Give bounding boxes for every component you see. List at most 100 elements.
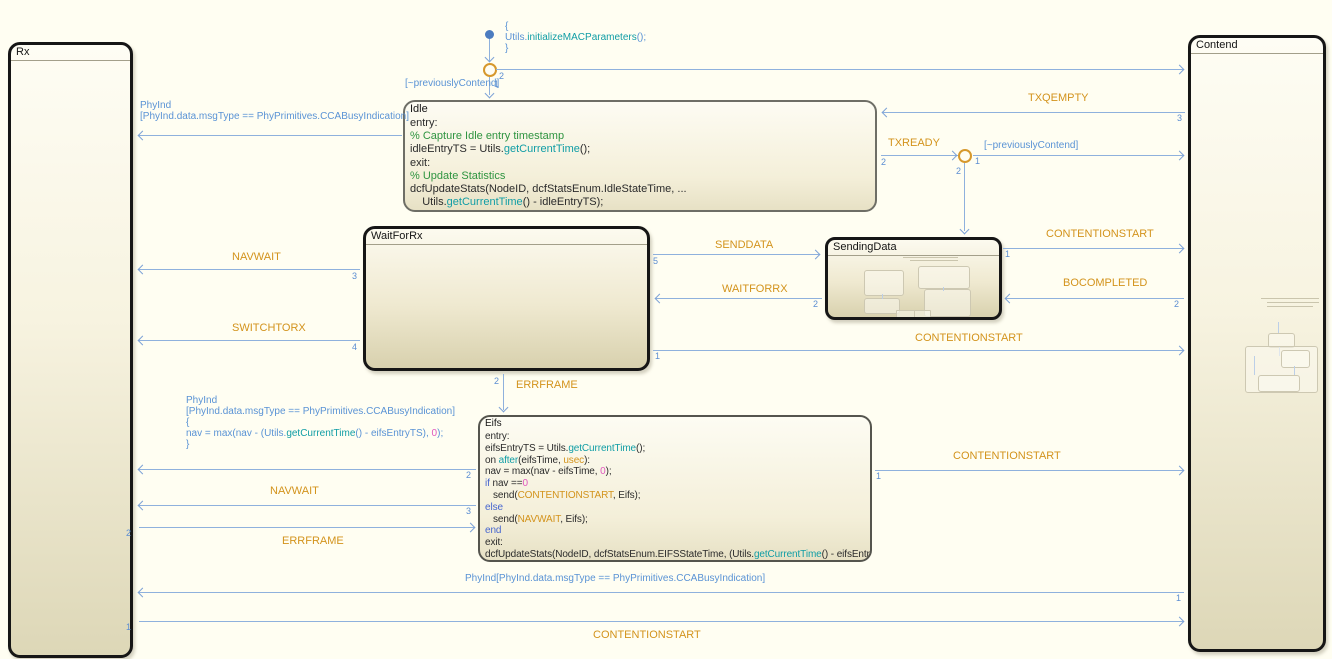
mini-state — [918, 266, 970, 289]
transition-order-badge: 3 — [466, 506, 472, 516]
arrowhead — [137, 500, 148, 511]
state-eifs-title: Eifs — [485, 418, 502, 429]
arrowhead — [1174, 64, 1185, 75]
transition-order-badge: 1 — [126, 622, 132, 632]
transition-senddata-line[interactable] — [653, 254, 820, 255]
transition-phyind-contend-rx-line[interactable] — [139, 592, 1184, 593]
mini-text — [1267, 306, 1313, 307]
condition-label-not-previously-contend[interactable]: [~previouslyContend] — [984, 140, 1079, 151]
transition-navwait-line[interactable] — [139, 269, 360, 270]
state-eifs[interactable]: Eifs entry:eifsEntryTS = Utils.getCurren… — [478, 415, 872, 562]
event-label-navwait[interactable]: NAVWAIT — [270, 485, 319, 497]
transition-switchtorx-line[interactable] — [139, 340, 360, 341]
arrowhead — [1174, 150, 1185, 161]
transition-order-badge: 3 — [352, 271, 358, 281]
state-waitforrx[interactable]: WaitForRx — [363, 226, 650, 371]
arrowhead — [881, 107, 892, 118]
junction-top[interactable] — [483, 63, 497, 77]
mini-state — [924, 289, 971, 317]
event-label-txqempty[interactable]: TXQEMPTY — [1028, 92, 1089, 104]
state-contend-title: Contend — [1191, 38, 1323, 54]
arrowhead — [137, 264, 148, 275]
transition-errframe-rx-eifs-line[interactable] — [139, 527, 474, 528]
arrowhead — [1174, 465, 1185, 476]
event-label-navwait[interactable]: NAVWAIT — [232, 251, 281, 263]
transition-phyind-idle-rx-line[interactable] — [139, 135, 402, 136]
event-label-errframe[interactable]: ERRFRAME — [516, 379, 578, 391]
transition-order-badge: 1 — [876, 471, 882, 481]
transition-order-badge: 1 — [1176, 593, 1182, 603]
transition-txready-sendingdata-line[interactable] — [964, 163, 965, 231]
event-label-contentionstart[interactable]: CONTENTIONSTART — [915, 332, 1023, 344]
default-transition-line[interactable] — [489, 39, 490, 61]
transition-phyind-eifs-rx-line[interactable] — [139, 469, 476, 470]
event-label-contentionstart[interactable]: CONTENTIONSTART — [593, 629, 701, 641]
state-rx[interactable]: Rx — [8, 42, 133, 658]
transition-contentionstart-eifs-line[interactable] — [875, 470, 1184, 471]
transition-contentionstart-sendingdata-line[interactable] — [1003, 248, 1184, 249]
transition-order-badge: 1 — [1005, 249, 1011, 259]
event-label-errframe[interactable]: ERRFRAME — [282, 535, 344, 547]
event-label-contentionstart[interactable]: CONTENTIONSTART — [953, 450, 1061, 462]
transition-order-badge: 3 — [1177, 113, 1183, 123]
transition-order-badge: 1 — [655, 351, 661, 361]
condition-label-not-previously-contend[interactable]: [~previouslyContend] — [405, 78, 500, 89]
state-sendingdata[interactable]: SendingData — [825, 237, 1002, 320]
arrowhead — [1004, 293, 1015, 304]
event-label-contentionstart[interactable]: CONTENTIONSTART — [1046, 228, 1154, 240]
transition-navwait-eifs-line[interactable] — [139, 505, 476, 506]
event-label-switchtorx[interactable]: SWITCHTORX — [232, 322, 306, 334]
arrowhead — [959, 224, 970, 235]
arrowhead — [137, 464, 148, 475]
state-waitforrx-title: WaitForRx — [366, 229, 647, 245]
arrowhead — [654, 293, 665, 304]
transition-txready-line[interactable] — [881, 155, 958, 156]
arrowhead — [1174, 345, 1185, 356]
junction-txready[interactable] — [958, 149, 972, 163]
transition-order-badge: 2 — [499, 71, 505, 81]
arrowhead — [137, 130, 148, 141]
arrowhead — [810, 249, 821, 260]
mini-text — [903, 257, 958, 258]
state-idle-title: Idle — [410, 103, 428, 115]
transition-to-contend-top-line[interactable] — [496, 69, 1184, 70]
arrowhead — [137, 335, 148, 346]
mini-text — [910, 260, 958, 261]
transition-contentionstart-waitforrx-line[interactable] — [653, 350, 1184, 351]
mini-state — [864, 298, 900, 314]
state-rx-title: Rx — [11, 45, 130, 61]
transition-waitforrx-line[interactable] — [656, 298, 822, 299]
arrowhead — [465, 522, 476, 533]
event-label-senddata[interactable]: SENDDATA — [715, 239, 774, 251]
state-idle[interactable]: Idle entry:% Capture Idle entry timestam… — [403, 100, 877, 212]
transition-order-badge: 2 — [126, 528, 132, 538]
condition-label-phyind-ccabusy[interactable]: PhyInd[PhyInd.data.msgType == PhyPrimiti… — [465, 573, 766, 584]
mini-line — [1278, 322, 1279, 333]
arrowhead — [1174, 616, 1185, 627]
transition-order-badge: 2 — [956, 166, 962, 176]
arrowhead — [137, 587, 148, 598]
default-transition-origin[interactable] — [485, 30, 494, 39]
state-sendingdata-title: SendingData — [828, 240, 999, 256]
transition-errframe-waitforrx-line[interactable] — [503, 374, 504, 410]
transition-contentionstart-rx-line[interactable] — [139, 621, 1184, 622]
mini-state — [1281, 350, 1310, 368]
event-label-txready[interactable]: TXREADY — [888, 137, 940, 149]
arrowhead — [498, 402, 509, 413]
transition-order-badge: 5 — [653, 256, 659, 266]
event-label-waitforrx[interactable]: WAITFORRX — [722, 283, 788, 295]
state-contend[interactable]: Contend — [1188, 35, 1326, 652]
event-label-bocompleted[interactable]: BOCOMPLETED — [1063, 277, 1148, 289]
transition-order-badge: 2 — [466, 470, 472, 480]
transition-to-idle-line[interactable] — [489, 77, 490, 95]
mini-line — [1294, 366, 1295, 375]
transition-bocompleted-line[interactable] — [1006, 298, 1184, 299]
arrowhead — [947, 150, 958, 161]
transition-txready-contend-line[interactable] — [973, 155, 1184, 156]
default-transition-action-label[interactable]: {Utils.initializeMACParameters();} — [505, 21, 647, 54]
transition-txqempty-line[interactable] — [883, 112, 1185, 113]
transition-order-badge: 2 — [813, 299, 819, 309]
mini-state — [864, 270, 904, 296]
condition-label-phyind-nav-action[interactable]: PhyInd[PhyInd.data.msgType == PhyPrimiti… — [186, 395, 456, 450]
condition-label-phyind-ccabusy[interactable]: PhyInd[PhyInd.data.msgType == PhyPrimiti… — [140, 100, 410, 122]
